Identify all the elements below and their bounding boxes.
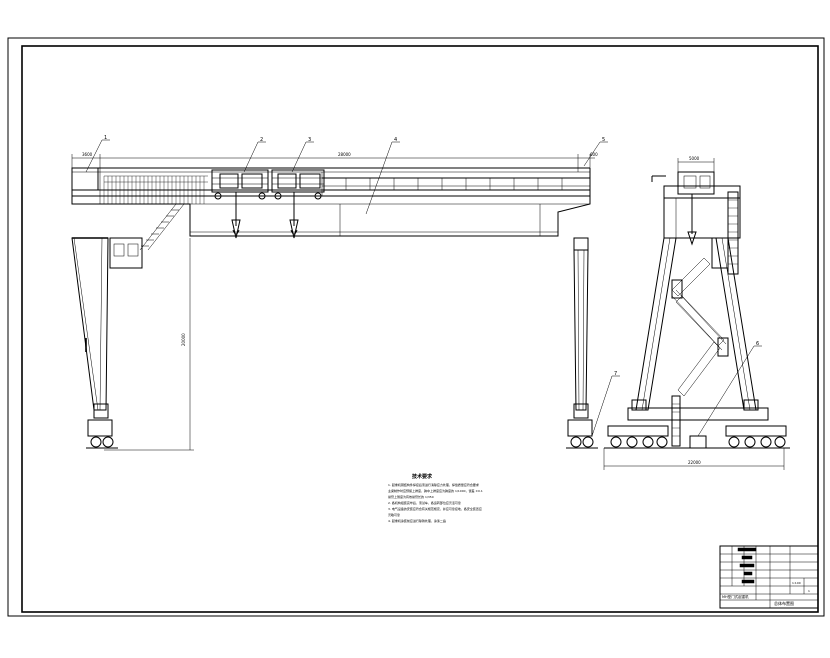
note-line-1: 1. 起重机钢结构件焊接后须进行消除应力处理，焊缝质量应符合要求 bbox=[388, 482, 479, 487]
right-leg bbox=[573, 249, 589, 411]
callout-6: 6 bbox=[756, 341, 759, 347]
side-elevation: 5000 bbox=[603, 156, 790, 470]
callout-7: 7 bbox=[614, 371, 617, 377]
note-line-5: 3. 电气设备的安装应符合有关规范规定，并应可靠接地，各安全装置应 bbox=[388, 506, 482, 511]
trolley-2 bbox=[271, 169, 325, 239]
note-line-4: 2. 各机构组装完毕后，须试车，各运转部位应灵活可靠 bbox=[388, 500, 461, 505]
notes-title: 技术要求 bbox=[412, 473, 433, 480]
callout-1: 1 bbox=[104, 135, 107, 141]
note-line-7: 4. 起重机涂装前应进行除锈处理，涂漆二遍 bbox=[388, 518, 446, 523]
title-block: MH型门式起重机 总体布置图 1:100 1 bbox=[719, 545, 819, 609]
note-line-3: 悬臂上翘度为有效悬臂长的 1/350 bbox=[388, 494, 434, 499]
inner-frame bbox=[21, 45, 819, 613]
callout-4: 4 bbox=[394, 137, 397, 143]
trolley-1 bbox=[211, 169, 269, 239]
technical-notes: 技术要求 1. 起重机钢结构件焊接后须进行消除应力处理，焊缝质量应符合要求 主梁… bbox=[388, 473, 483, 523]
outer-frame bbox=[7, 37, 825, 617]
dim-base-width: 22000 bbox=[688, 460, 701, 465]
dim-trolley-gauge: 5000 bbox=[689, 156, 700, 161]
note-line-6: 灵敏可靠 bbox=[388, 512, 400, 517]
front-elevation: 3600 28000 600 bbox=[71, 135, 620, 451]
title-sheet: 1 bbox=[808, 589, 810, 593]
callout-2: 2 bbox=[260, 137, 263, 143]
dim-left-overhang: 3600 bbox=[82, 152, 93, 157]
title-scale: 1:100 bbox=[792, 581, 801, 585]
note-line-2: 主梁制作时应预留上拱度，跨中上拱度应为跨度的 1/1000，误差 ±0.1 bbox=[388, 488, 483, 493]
dim-lift-height: 20000 bbox=[181, 333, 186, 346]
title-drawing-name: 总体布置图 bbox=[774, 600, 794, 606]
title-company: MH型门式起重机 bbox=[722, 594, 749, 599]
operator-cab bbox=[109, 237, 143, 269]
dim-right-overhang: 600 bbox=[590, 152, 598, 157]
dim-span: 28000 bbox=[338, 152, 351, 157]
callout-3: 3 bbox=[308, 137, 311, 143]
callout-5: 5 bbox=[602, 137, 605, 143]
